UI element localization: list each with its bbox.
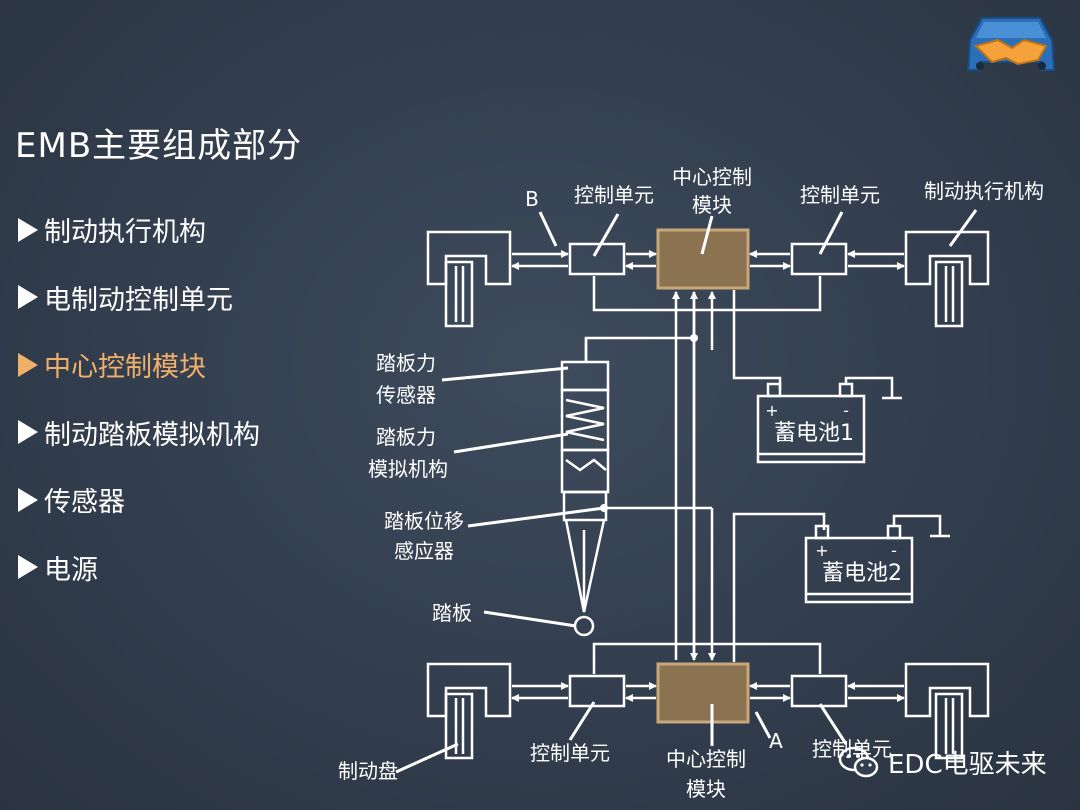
label-bottom-module-line1: 中心控制 <box>666 747 746 771</box>
play-arrow-icon <box>18 487 38 512</box>
central-control-module-top <box>656 228 750 290</box>
menu-item-label: 中心控制模块 <box>44 352 206 384</box>
watermark-text: EDC电驱未来 <box>888 749 1047 780</box>
control-unit-bottom-left <box>568 674 626 708</box>
central-control-module-bottom <box>656 662 750 724</box>
brake-actuator-bottom-left <box>426 662 512 760</box>
menu-item-ecu[interactable]: 电制动控制单元 <box>18 264 260 332</box>
label-b: B <box>525 187 539 211</box>
label-pedal-simulator-line2: 模拟机构 <box>368 457 448 481</box>
pedal-simulator <box>560 360 610 637</box>
battery-1 <box>756 376 902 464</box>
play-arrow-icon <box>18 285 38 310</box>
label-pedal-position-line1: 踏板位移 <box>384 509 464 533</box>
label-a: A <box>769 729 783 753</box>
control-unit-bottom-right <box>790 674 848 708</box>
watermark: EDC电驱未来 <box>838 740 1047 784</box>
menu-item-brake-actuator[interactable]: 制动执行机构 <box>18 196 260 264</box>
label-pedal-simulator-line1: 踏板力 <box>376 425 436 449</box>
label-top-module-line2: 模块 <box>692 193 732 217</box>
menu-item-sensors[interactable]: 传感器 <box>18 466 260 534</box>
play-arrow-icon <box>18 217 38 242</box>
wechat-icon <box>838 746 879 778</box>
menu-item-pedal-simulator[interactable]: 制动踏板模拟机构 <box>18 399 260 467</box>
menu-item-power[interactable]: 电源 <box>18 534 260 602</box>
label-top-module-line1: 中心控制 <box>672 165 752 189</box>
label-battery-2-plus: + <box>815 541 828 560</box>
label-bottom-module-line2: 模块 <box>686 777 726 801</box>
label-battery-2: 蓄电池2 <box>822 561 902 586</box>
menu-item-central-module[interactable]: 中心控制模块 <box>18 331 260 399</box>
label-brake-disc: 制动盘 <box>338 759 398 783</box>
label-battery-1: 蓄电池1 <box>774 421 854 446</box>
play-arrow-icon <box>18 555 38 580</box>
brake-actuator-top-right <box>904 230 990 328</box>
label-pedal-force-sensor-line2: 传感器 <box>376 383 436 407</box>
label-bottom-left-control-unit: 控制单元 <box>530 741 610 765</box>
menu-item-label: 电源 <box>44 554 98 586</box>
component-list: 制动执行机构 电制动控制单元 中心控制模块 制动踏板模拟机构 传感器 电源 <box>18 196 260 601</box>
menu-item-label: 传感器 <box>44 487 125 519</box>
label-battery-2-minus: - <box>891 541 897 560</box>
menu-item-label: 制动执行机构 <box>44 217 206 249</box>
brake-actuator-top-left <box>426 230 512 328</box>
control-unit-top-right <box>790 242 848 276</box>
label-brake-actuator: 制动执行机构 <box>924 179 1044 203</box>
play-arrow-icon <box>18 352 38 377</box>
brake-actuator-bottom-right <box>904 662 990 760</box>
label-pedal: 踏板 <box>432 601 472 625</box>
menu-item-label: 制动踏板模拟机构 <box>44 419 260 451</box>
label-pedal-position-line2: 感应器 <box>394 539 454 563</box>
label-pedal-force-sensor-line1: 踏板力 <box>376 351 436 375</box>
control-unit-top-left <box>568 242 626 276</box>
handshake-car-logo-icon <box>966 17 1056 71</box>
page-title: EMB主要组成部分 <box>15 126 303 166</box>
play-arrow-icon <box>18 420 38 445</box>
label-battery-1-plus: + <box>765 401 778 420</box>
menu-item-label: 电制动控制单元 <box>44 284 233 316</box>
label-battery-1-minus: - <box>843 401 849 420</box>
label-top-right-control-unit: 控制单元 <box>800 183 880 207</box>
label-top-left-control-unit: 控制单元 <box>574 183 654 207</box>
battery-2 <box>804 514 950 604</box>
